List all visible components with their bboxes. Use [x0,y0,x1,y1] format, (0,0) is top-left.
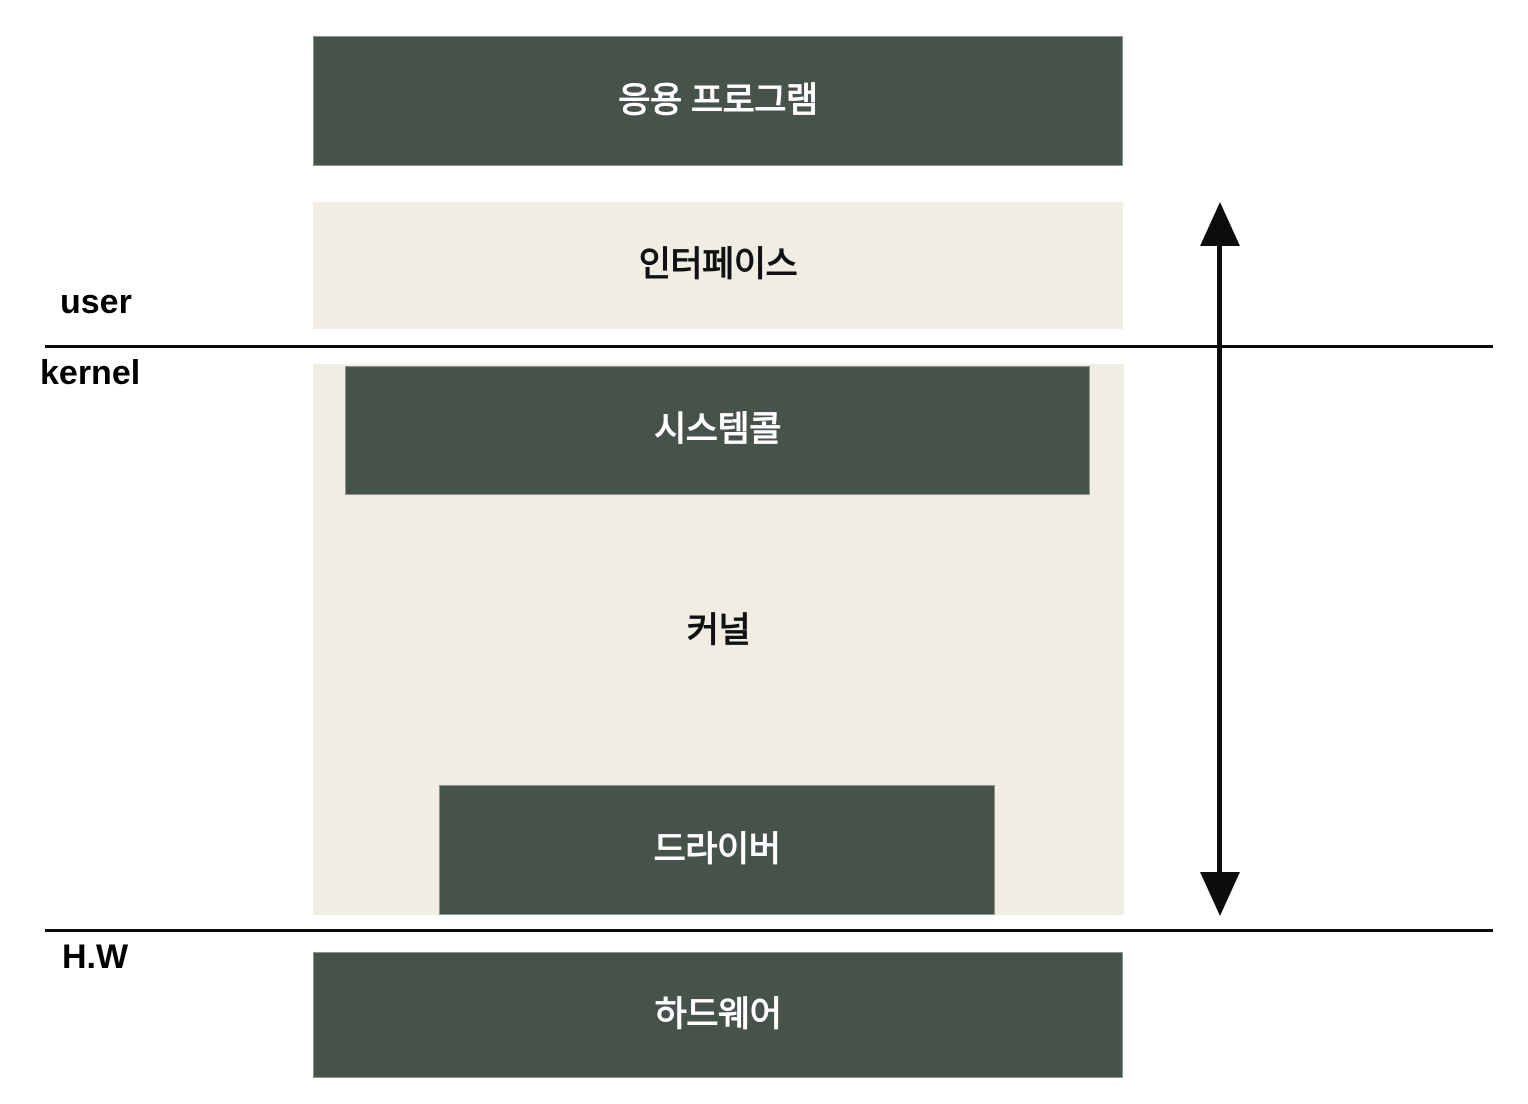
block-syscall: 시스템콜 [345,366,1090,495]
block-kernel-label: 커널 [686,611,751,650]
block-driver: 드라이버 [439,785,995,915]
block-interface: 인터페이스 [313,202,1123,329]
span-arrow-icon [1196,198,1244,920]
block-hardware-label: 하드웨어 [654,994,782,1034]
block-interface-label: 인터페이스 [638,245,798,285]
block-application-label: 응용 프로그램 [618,80,818,120]
side-label-user: user [60,283,132,321]
block-hardware: 하드웨어 [313,952,1123,1078]
block-application: 응용 프로그램 [313,36,1123,166]
divider-user-kernel [45,345,1493,348]
side-label-kernel: kernel [40,354,141,392]
block-syscall-label: 시스템콜 [654,410,781,450]
divider-kernel-hardware [45,929,1493,932]
side-label-hardware: H.W [62,938,129,976]
block-driver-label: 드라이버 [653,829,781,869]
